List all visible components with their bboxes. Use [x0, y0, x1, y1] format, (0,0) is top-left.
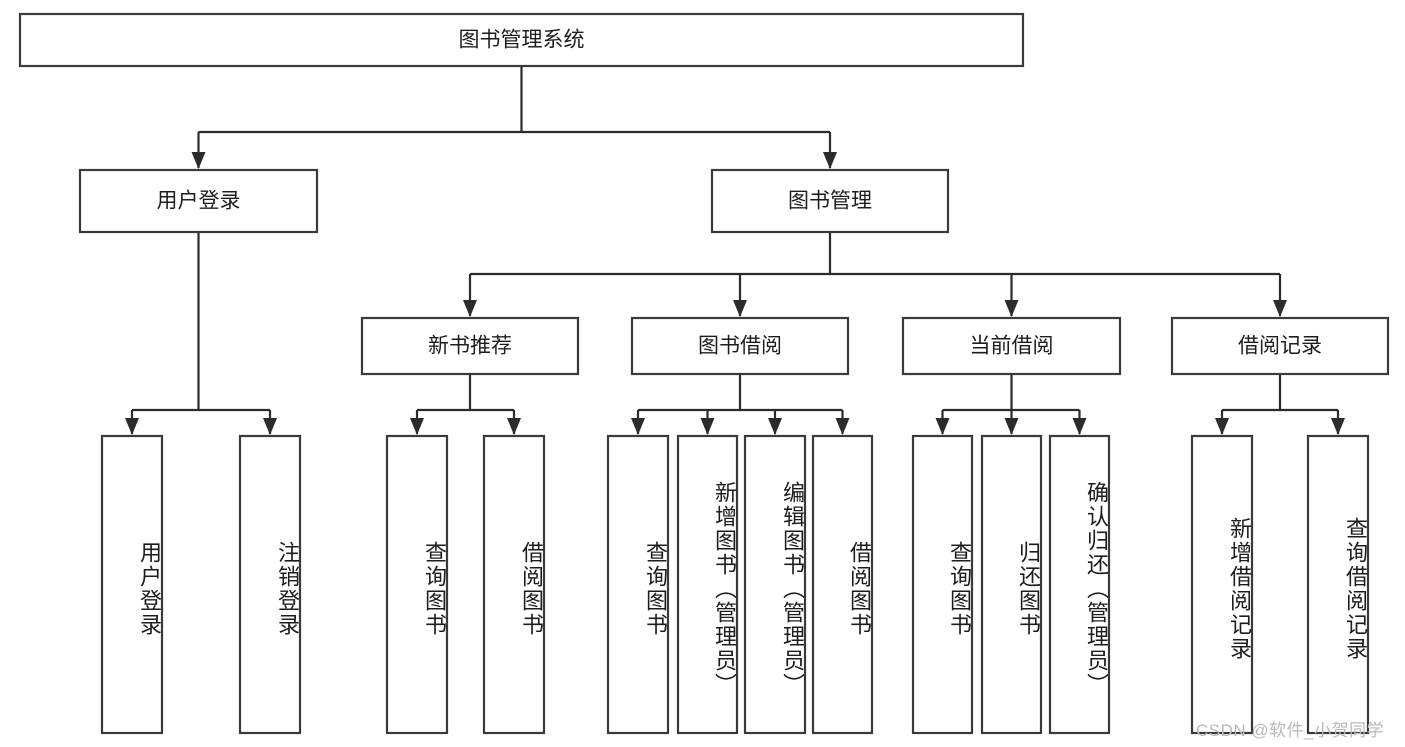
leaf-box-查询图书-4[interactable]: [606, 434, 670, 735]
node-label-l3-图书借阅: 图书借阅: [698, 335, 782, 358]
arrow-head-icon-leaf-11: [1215, 418, 1229, 435]
node-box-l3-图书借阅[interactable]: [630, 316, 850, 376]
arrow-head-icon-leaf-3: [507, 418, 521, 435]
arrow-head-icon-l3-当前借阅: [1004, 300, 1019, 317]
leaf-box-查询借阅记录-12[interactable]: [1306, 434, 1370, 735]
arrow-head-icon-leaf-9: [1004, 418, 1019, 435]
node-label-root: 图书管理系统: [459, 29, 585, 52]
arrow-head-icon-leaf-1: [263, 418, 277, 435]
arrow-head-icon-l3-新书推荐: [463, 300, 477, 317]
arrow-head-icon-l3-借阅记录: [1273, 300, 1287, 317]
leaf-box-新增借阅记录-11[interactable]: [1190, 434, 1254, 735]
node-box-l3-当前借阅[interactable]: [901, 316, 1122, 376]
watermark: CSDN @软件_小贺同学: [1196, 721, 1385, 740]
node-box-l3-新书推荐[interactable]: [360, 316, 580, 376]
node-box-l3-借阅记录[interactable]: [1170, 316, 1390, 376]
arrow-head-icon-leaf-8: [935, 418, 950, 435]
arrow-head-icon-l2-图书管理: [823, 152, 837, 169]
connectors-layer: [125, 66, 1345, 435]
node-box-root[interactable]: [18, 12, 1025, 68]
leaf-box-注销登录-1[interactable]: [238, 434, 302, 735]
leaf-box-确认归还管理员-10[interactable]: [1048, 434, 1111, 735]
leaf-box-归还图书-9[interactable]: [980, 434, 1043, 735]
node-label-l2-用户登录: 用户登录: [157, 190, 241, 213]
arrow-head-icon-l2-用户登录: [191, 152, 206, 169]
arrow-head-icon-leaf-6: [768, 418, 782, 435]
node-box-l2-图书管理[interactable]: [710, 168, 950, 234]
leaf-box-查询图书-8[interactable]: [911, 434, 974, 735]
node-label-l2-图书管理: 图书管理: [788, 190, 872, 213]
boxes-layer: [18, 12, 1390, 735]
arrow-head-icon-l3-图书借阅: [733, 300, 747, 317]
arrow-head-icon-leaf-2: [410, 418, 424, 435]
leaf-box-编辑图书管理员-6[interactable]: [743, 434, 807, 735]
arrow-head-icon-leaf-4: [631, 418, 645, 435]
arrow-head-icon-leaf-5: [700, 418, 715, 435]
arrow-head-icon-leaf-7: [835, 418, 850, 435]
leaf-box-借阅图书-3[interactable]: [482, 434, 546, 735]
leaf-box-用户登录-0[interactable]: [100, 434, 164, 735]
node-label-l3-借阅记录: 借阅记录: [1238, 335, 1322, 358]
arrow-head-icon-leaf-12: [1331, 418, 1345, 435]
node-label-l3-新书推荐: 新书推荐: [428, 335, 512, 358]
leaf-box-查询图书-2[interactable]: [385, 434, 449, 735]
arrow-head-icon-leaf-0: [125, 418, 139, 435]
arrow-head-icon-leaf-10: [1072, 418, 1087, 435]
leaf-box-借阅图书-7[interactable]: [811, 434, 874, 735]
node-label-l3-当前借阅: 当前借阅: [970, 335, 1054, 358]
node-box-l2-用户登录[interactable]: [78, 168, 319, 234]
leaf-box-新增图书管理员-5[interactable]: [676, 434, 739, 735]
